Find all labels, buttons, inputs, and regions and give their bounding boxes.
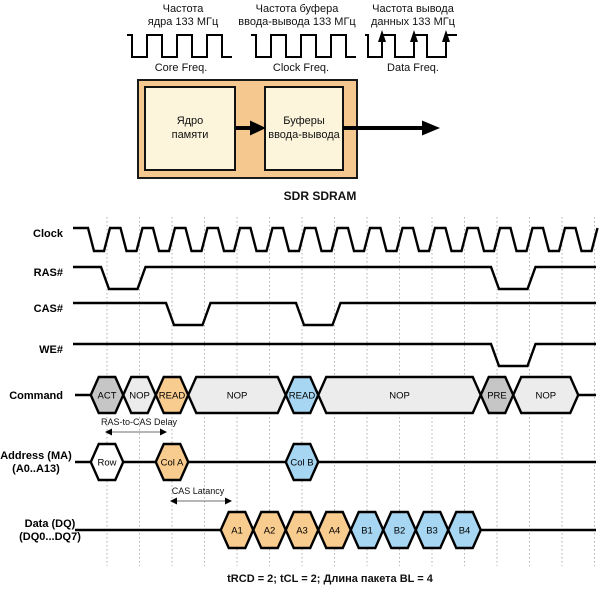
- command-hex-label: PRE: [487, 391, 507, 402]
- data-hex-label: A3: [296, 526, 308, 537]
- RAS-waveform: [73, 265, 596, 291]
- data-row-label-line1: Data (DQ): [25, 518, 76, 530]
- command-row-label: Command: [9, 390, 63, 402]
- clock-signal-label: Clock: [33, 228, 64, 240]
- io-buffers-line1: Буферы: [283, 115, 325, 127]
- address-row-label-line1: Address (MA): [0, 450, 72, 462]
- address-hex-Col A: [154, 442, 190, 482]
- data-hex-label: B4: [459, 526, 471, 537]
- data-row-label-line2: (DQ0...DQ7): [19, 531, 81, 543]
- data-hex-label: B1: [361, 526, 373, 537]
- io-buffers-box: [264, 86, 344, 171]
- address-hex-Row: [89, 442, 125, 482]
- address-hex-label: Row: [97, 458, 116, 469]
- clock-freq-waveform: [251, 34, 356, 58]
- sdr-sdram-title: SDR SDRAM: [283, 189, 357, 203]
- core-freq-ru-line1: Частота: [162, 3, 204, 15]
- output-arrowhead: [422, 120, 440, 136]
- data-freq-label-ru: Частота вывода данных 133 МГц: [371, 3, 455, 29]
- core-freq-ru-line2: ядра 133 МГц: [147, 16, 219, 28]
- command-hex-label: NOP: [389, 391, 410, 402]
- clock-freq-label-en: Clock Freq.: [272, 62, 330, 74]
- WE-waveform: [73, 342, 596, 368]
- address-row-label-line2: (A0..A13): [12, 463, 60, 475]
- measure-arrowhead-left: [170, 497, 177, 505]
- address-hex-label: Col A: [161, 458, 184, 469]
- cas-latency-label: CAS Latancy: [171, 486, 225, 496]
- data-freq-label-en: Data Freq.: [387, 62, 439, 74]
- memory-core-box: [144, 86, 236, 171]
- command-hex-NOP: [511, 375, 580, 415]
- io-buffers-line2: ввода-вывода: [268, 129, 340, 141]
- core-freq-waveform: [127, 34, 232, 58]
- clock-waveform: [73, 226, 599, 253]
- data-hex-label: B3: [426, 526, 438, 537]
- clock-freq-ru-line2: ввода-вывода 133 МГц: [238, 16, 356, 28]
- up-arrow-icon: [378, 30, 386, 42]
- command-hex-label: NOP: [227, 391, 248, 402]
- command-hex-label: ACT: [98, 391, 117, 402]
- command-hex-label: READ: [159, 391, 186, 402]
- up-arrow-icon: [410, 30, 418, 42]
- measure-arrowhead-left: [105, 428, 112, 436]
- address-hex-Col B: [284, 442, 320, 482]
- memory-core-box-label: Ядро памяти: [172, 114, 209, 142]
- CAS-signal-label: CAS#: [34, 303, 63, 315]
- CAS-waveform: [73, 301, 596, 327]
- memory-core-line2: памяти: [171, 129, 209, 141]
- data-hex-label: B2: [394, 526, 406, 537]
- core-to-buffer-arrowhead: [250, 120, 266, 136]
- command-hex-label: READ: [289, 391, 316, 402]
- RAS-signal-label: RAS#: [34, 267, 63, 279]
- up-arrow-icon: [442, 30, 450, 42]
- command-hex-label: NOP: [535, 391, 556, 402]
- core-freq-label-ru: Частота ядра 133 МГц: [148, 3, 219, 29]
- WE-signal-label: WE#: [39, 344, 63, 356]
- command-hex-label: NOP: [129, 391, 150, 402]
- data-hex-label: A4: [329, 526, 341, 537]
- data-freq-waveform: [365, 34, 457, 58]
- memory-core-line1: Ядро: [176, 115, 204, 127]
- measure-arrowhead-right: [225, 497, 232, 505]
- data-freq-ru-line2: данных 133 МГц: [371, 16, 455, 28]
- clock-freq-label-ru: Частота буфера ввода-вывода 133 МГц: [238, 3, 355, 29]
- data-hex-B4: [446, 510, 483, 550]
- ras-to-cas-delay-label: RAS-to-CAS Delay: [100, 417, 178, 427]
- data-hex-label: A2: [264, 526, 276, 537]
- data-freq-ru-line1: Частота вывода: [372, 3, 454, 15]
- data-hex-label: A1: [231, 526, 243, 537]
- core-freq-label-en: Core Freq.: [154, 62, 208, 74]
- io-buffers-box-label: Буферы ввода-вывода: [268, 114, 340, 142]
- clock-freq-ru-line1: Частота буфера: [255, 3, 339, 15]
- timing-parameters-caption: tRCD = 2; tCL = 2; Длина пакета BL = 4: [227, 573, 433, 585]
- address-hex-label: Col B: [290, 458, 313, 469]
- measure-arrowhead-right: [160, 428, 167, 436]
